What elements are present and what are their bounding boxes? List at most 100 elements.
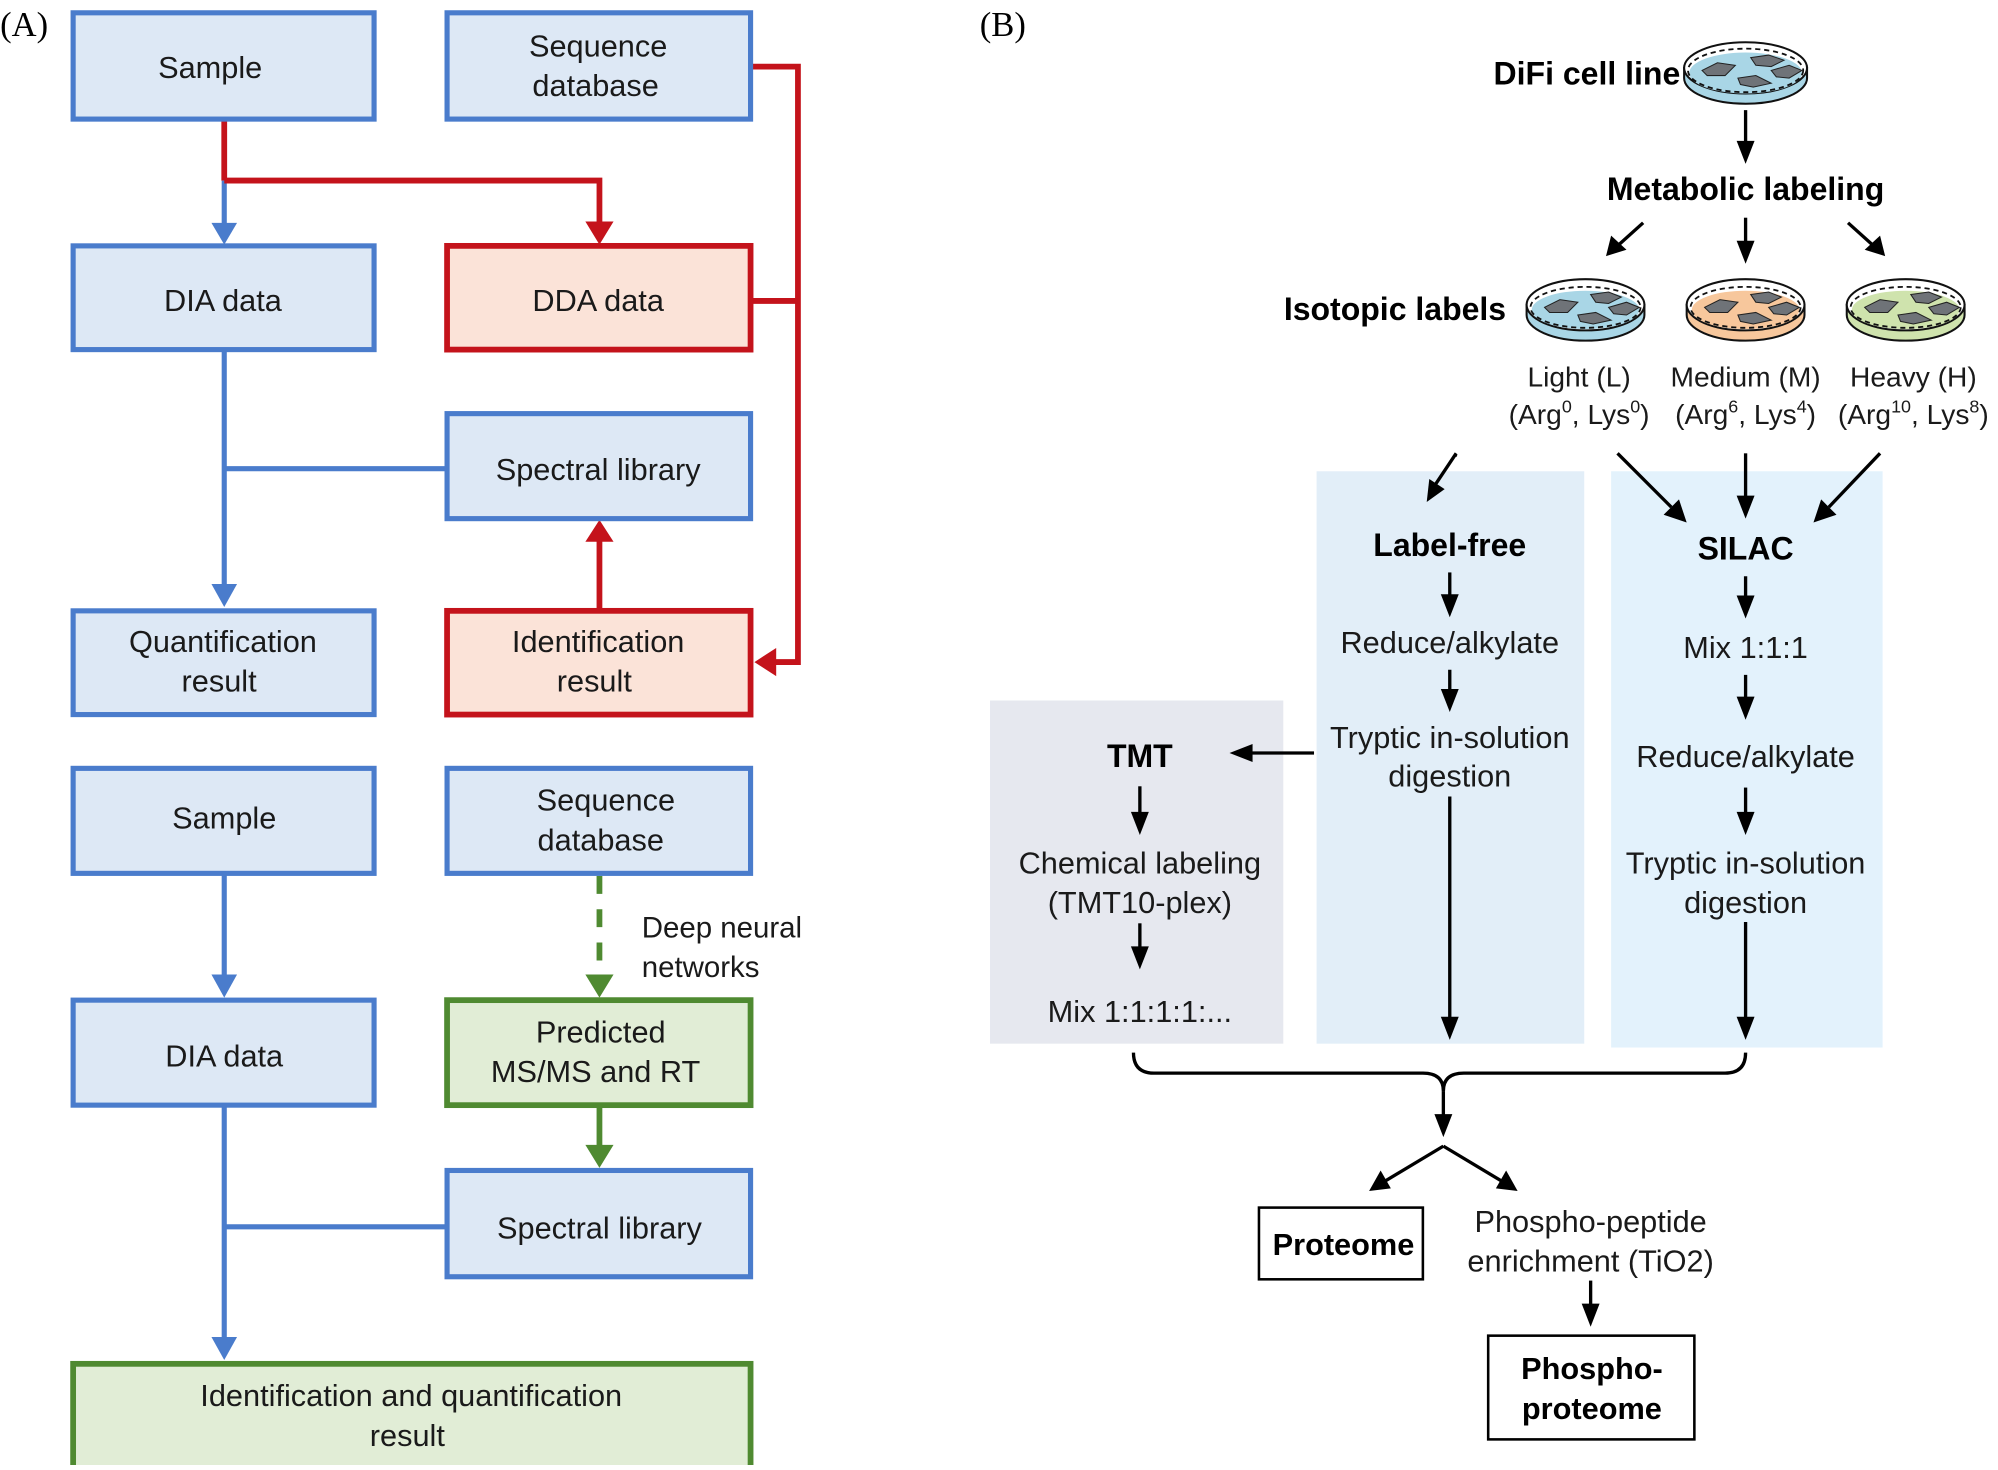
box-label-line2: MS/MS and RT — [491, 1054, 701, 1089]
arrowhead — [1130, 811, 1149, 835]
panel-b: (B) DiFi cell line Metabolic labeling Is… — [980, 6, 1989, 1441]
box-spectral-library-bottom: Spectral library — [444, 1167, 754, 1280]
isotopic-label-composition: (Arg6, Lys4) — [1675, 396, 1816, 430]
box-sample-bottom: Sample — [70, 765, 377, 876]
arrowhead — [1434, 1114, 1453, 1138]
arrowhead — [1581, 1303, 1600, 1327]
arrowhead — [1736, 595, 1755, 619]
panel-a: (A) Sample — [0, 6, 802, 1470]
arrowhead — [1369, 1170, 1391, 1191]
arrowhead-result — [211, 1336, 238, 1360]
merge-brace — [1131, 1052, 1748, 1092]
arrowhead — [1736, 240, 1755, 264]
tmt-column: TMT Chemical labeling (TMT10-plex) Mix 1… — [1019, 738, 1315, 1029]
box-quantification-result: Quantification result — [70, 608, 377, 718]
arrowhead — [1736, 495, 1755, 519]
box-label-line2: database — [532, 68, 658, 103]
box-predicted-msms-rt: Predicted MS/MS and RT — [444, 997, 754, 1109]
silac-step: Mix 1:1:1 — [1683, 630, 1808, 665]
label-free-step: digestion — [1388, 758, 1511, 793]
box-label: DDA data — [532, 283, 664, 318]
label-free-step: Tryptic in-solution — [1330, 720, 1570, 755]
panel-a-top-connectors — [211, 63, 801, 677]
arrow-to-light — [1616, 221, 1645, 248]
arrow-light-to-label-free — [1434, 452, 1458, 485]
seqdb-to-id-line — [750, 63, 801, 665]
deep-neural-networks-label-line2: networks — [642, 951, 760, 984]
arrowhead — [1736, 811, 1755, 835]
tmt-step: (TMT10-plex) — [1048, 885, 1232, 920]
box-label-line2: result — [182, 664, 258, 699]
box-sequence-database-bottom: Sequence database — [444, 765, 754, 876]
panel-b-label: (B) — [980, 6, 1026, 44]
tmt-title: TMT — [1107, 738, 1173, 774]
arrowhead-dia-2 — [211, 974, 238, 998]
isotopic-label-composition: (Arg10, Lys8) — [1838, 396, 1989, 430]
arrow-light-to-silac — [1616, 452, 1673, 509]
box-label-line1: Sequence — [537, 783, 675, 818]
arrowhead — [1426, 478, 1445, 502]
arrowhead — [1736, 1016, 1755, 1040]
deep-neural-networks-label-line1: Deep neural — [642, 911, 802, 944]
tmt-step: Mix 1:1:1:1:... — [1048, 994, 1232, 1029]
arrowhead-quant — [211, 583, 238, 608]
tmt-step: Chemical labeling — [1019, 845, 1261, 880]
arrowhead-predicted — [585, 974, 614, 998]
box-label-line2: database — [538, 822, 664, 857]
isotopic-label-composition: (Arg0, Lys0) — [1509, 396, 1650, 430]
box-label-line2: result — [557, 664, 633, 699]
arrowhead-dia — [211, 222, 238, 245]
arrowhead — [1606, 235, 1627, 257]
box-label: Sample — [158, 50, 262, 85]
box-spectral-library-top: Spectral library — [444, 411, 754, 522]
arrowhead — [1495, 1170, 1518, 1191]
tmt-panel — [990, 700, 1284, 1044]
box-label-line1: Quantification — [129, 624, 317, 659]
arrow-heavy-to-silac — [1827, 452, 1882, 509]
box-label-line2: result — [370, 1418, 446, 1453]
box-label: Spectral library — [496, 452, 702, 487]
culture-dish-icon — [1685, 278, 1806, 342]
label-free-step: Reduce/alkylate — [1340, 625, 1559, 660]
box-sequence-database-top: Sequence database — [444, 10, 754, 122]
proteome-label: Proteome — [1273, 1227, 1415, 1262]
arrowhead — [1736, 140, 1755, 164]
box-dia-data-bottom: DIA data — [70, 997, 377, 1108]
enrichment-label-line1: Phospho-peptide — [1474, 1204, 1706, 1239]
box-dda-data: DDA data — [444, 242, 754, 353]
phosphoproteome-label-line2: proteome — [1522, 1391, 1662, 1426]
label-free-title: Label-free — [1373, 527, 1526, 563]
arrowhead-library — [585, 519, 614, 542]
arrowhead-id-result — [754, 647, 777, 677]
box-label: DIA data — [164, 283, 283, 318]
isotopic-dishes: Light (L)(Arg0, Lys0)Medium (M)(Arg6, Ly… — [1509, 278, 1989, 430]
culture-dish-icon — [1683, 41, 1809, 105]
cell-line-label: DiFi cell line — [1494, 56, 1681, 92]
silac-step: digestion — [1684, 885, 1807, 920]
proteome-box: Proteome — [1257, 1206, 1425, 1281]
arrowhead-library-2 — [585, 1144, 614, 1168]
silac-column: SILAC Mix 1:1:1 Reduce/alkylate Tryptic … — [1626, 531, 1866, 1040]
arrowhead — [1813, 499, 1837, 523]
culture-dish-icon — [1525, 278, 1646, 342]
culture-dish-icon — [1845, 278, 1966, 342]
arrow-to-heavy — [1846, 221, 1875, 248]
isotopic-label-name: Medium (M) — [1671, 361, 1821, 393]
silac-title: SILAC — [1698, 531, 1794, 567]
isotopic-label-name: Heavy (H) — [1850, 361, 1977, 393]
isotopic-labels-label: Isotopic labels — [1284, 291, 1506, 327]
arrowhead-dda — [585, 221, 614, 245]
box-identification-quantification-result: Identification and quantification result — [70, 1360, 754, 1470]
sample-to-dda-line — [224, 177, 603, 226]
box-sample-top: Sample — [70, 10, 377, 122]
metabolic-labeling-label: Metabolic labeling — [1607, 171, 1884, 207]
label-free-column: Label-free Reduce/alkylate Tryptic in-so… — [1330, 527, 1570, 1040]
box-label-line1: Sequence — [529, 28, 667, 63]
arrowhead — [1440, 688, 1459, 713]
box-label: DIA data — [165, 1039, 284, 1074]
silac-step: Tryptic in-solution — [1626, 845, 1866, 880]
box-label: Spectral library — [497, 1210, 703, 1245]
box-label-line1: Identification — [512, 624, 684, 659]
